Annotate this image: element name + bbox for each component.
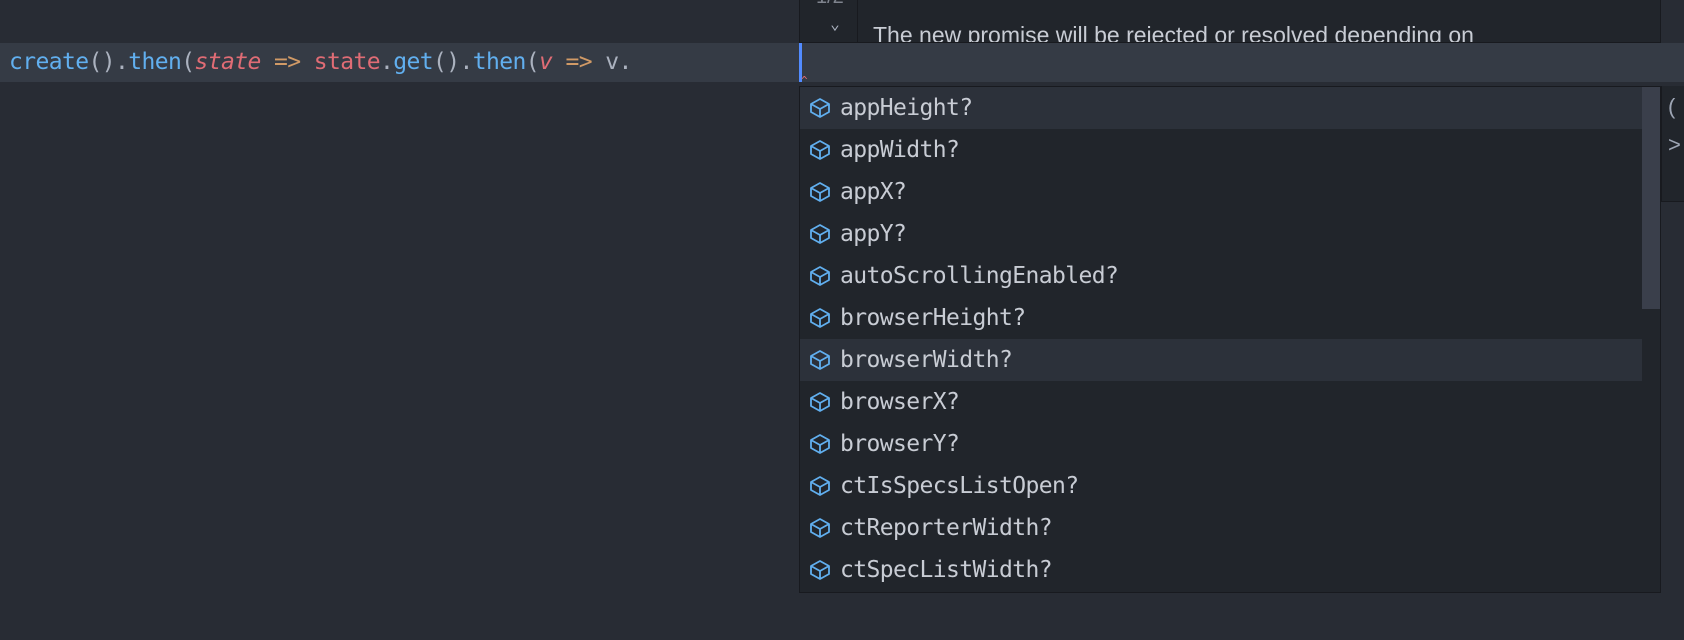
divider <box>857 0 858 42</box>
property-cube-icon <box>810 518 830 538</box>
hint-documentation: The new promise will be rejected or reso… <box>873 22 1474 43</box>
suggestion-label: ctSpecListWidth? <box>840 557 1053 583</box>
suggestion-item[interactable]: appWidth? <box>800 129 1642 171</box>
property-cube-icon <box>810 98 830 118</box>
suggestion-item[interactable]: ctSpecListWidth? <box>800 549 1642 591</box>
suggestion-label: appX? <box>840 179 907 205</box>
property-cube-icon <box>810 560 830 580</box>
suggestion-item[interactable]: appX? <box>800 171 1642 213</box>
suggestion-item[interactable]: ctIsSpecsListOpen? <box>800 465 1642 507</box>
suggestion-label: appHeight? <box>840 95 973 121</box>
suggestion-label: autoScrollingEnabled? <box>840 263 1119 289</box>
code-token <box>261 49 274 75</box>
code-token: state <box>313 49 381 75</box>
suggestion-label: browserHeight? <box>840 305 1026 331</box>
side-glyph-paren: ( <box>1668 94 1676 119</box>
code-token: create <box>9 49 89 75</box>
suggestion-label: browserWidth? <box>840 347 1013 373</box>
code-line[interactable]: create().then(state => state.get().then(… <box>9 43 632 82</box>
overload-counter: 1/2 <box>816 0 844 9</box>
suggestion-label: ctReporterWidth? <box>840 515 1053 541</box>
code-token: then <box>128 49 182 75</box>
suggestion-item[interactable]: browserWidth? <box>800 339 1642 381</box>
code-token: (). <box>88 49 129 75</box>
property-cube-icon <box>810 308 830 328</box>
suggestion-item[interactable]: ctReporterWidth? <box>800 507 1642 549</box>
property-cube-icon <box>810 266 830 286</box>
suggestion-item[interactable]: appHeight? <box>800 87 1642 129</box>
property-cube-icon <box>810 476 830 496</box>
autocomplete-list[interactable]: appHeight? appWidth? appX? appY? autoScrolli… <box>799 86 1661 593</box>
code-token: then <box>472 49 527 75</box>
code-token <box>552 49 565 75</box>
code-token: v <box>538 49 553 75</box>
suggestion-item[interactable]: browserHeight? <box>800 297 1642 339</box>
scrollbar[interactable] <box>1642 87 1660 309</box>
suggestion-label: browserY? <box>840 431 960 457</box>
code-token: v. <box>591 49 632 75</box>
suggestion-item[interactable]: browserX? <box>800 381 1642 423</box>
property-cube-icon <box>810 392 830 412</box>
code-token: . <box>379 49 394 75</box>
code-token: => <box>565 49 592 75</box>
property-cube-icon <box>810 140 830 160</box>
suggestion-label: appWidth? <box>840 137 960 163</box>
code-token: get <box>393 49 433 75</box>
property-cube-icon <box>810 182 830 202</box>
property-cube-icon <box>810 350 830 370</box>
code-token <box>300 49 313 75</box>
code-token: ( <box>525 49 540 75</box>
suggestion-item[interactable]: appY? <box>800 213 1642 255</box>
suggestion-item[interactable]: browserY? <box>800 423 1642 465</box>
code-token: state <box>194 49 261 75</box>
suggestion-label: ctIsSpecsListOpen? <box>840 473 1079 499</box>
error-caret-marker: ^ <box>801 74 808 87</box>
parameter-hint-widget: 1/2 ⌄ The new promise will be rejected o… <box>799 0 1661 43</box>
current-line-highlight <box>0 43 1684 82</box>
side-details-panel: ( > <box>1661 86 1684 202</box>
chevron-down-icon[interactable]: ⌄ <box>830 14 840 33</box>
suggestion-label: appY? <box>840 221 907 247</box>
property-cube-icon <box>810 224 830 244</box>
suggestion-item[interactable]: autoScrollingEnabled? <box>800 255 1642 297</box>
code-token: => <box>273 49 301 75</box>
property-cube-icon <box>810 434 830 454</box>
suggestion-label: browserX? <box>840 389 960 415</box>
side-glyph-arrow: > <box>1668 132 1681 157</box>
code-token: ( <box>181 49 195 75</box>
text-cursor <box>799 43 802 82</box>
code-token: (). <box>432 49 473 75</box>
